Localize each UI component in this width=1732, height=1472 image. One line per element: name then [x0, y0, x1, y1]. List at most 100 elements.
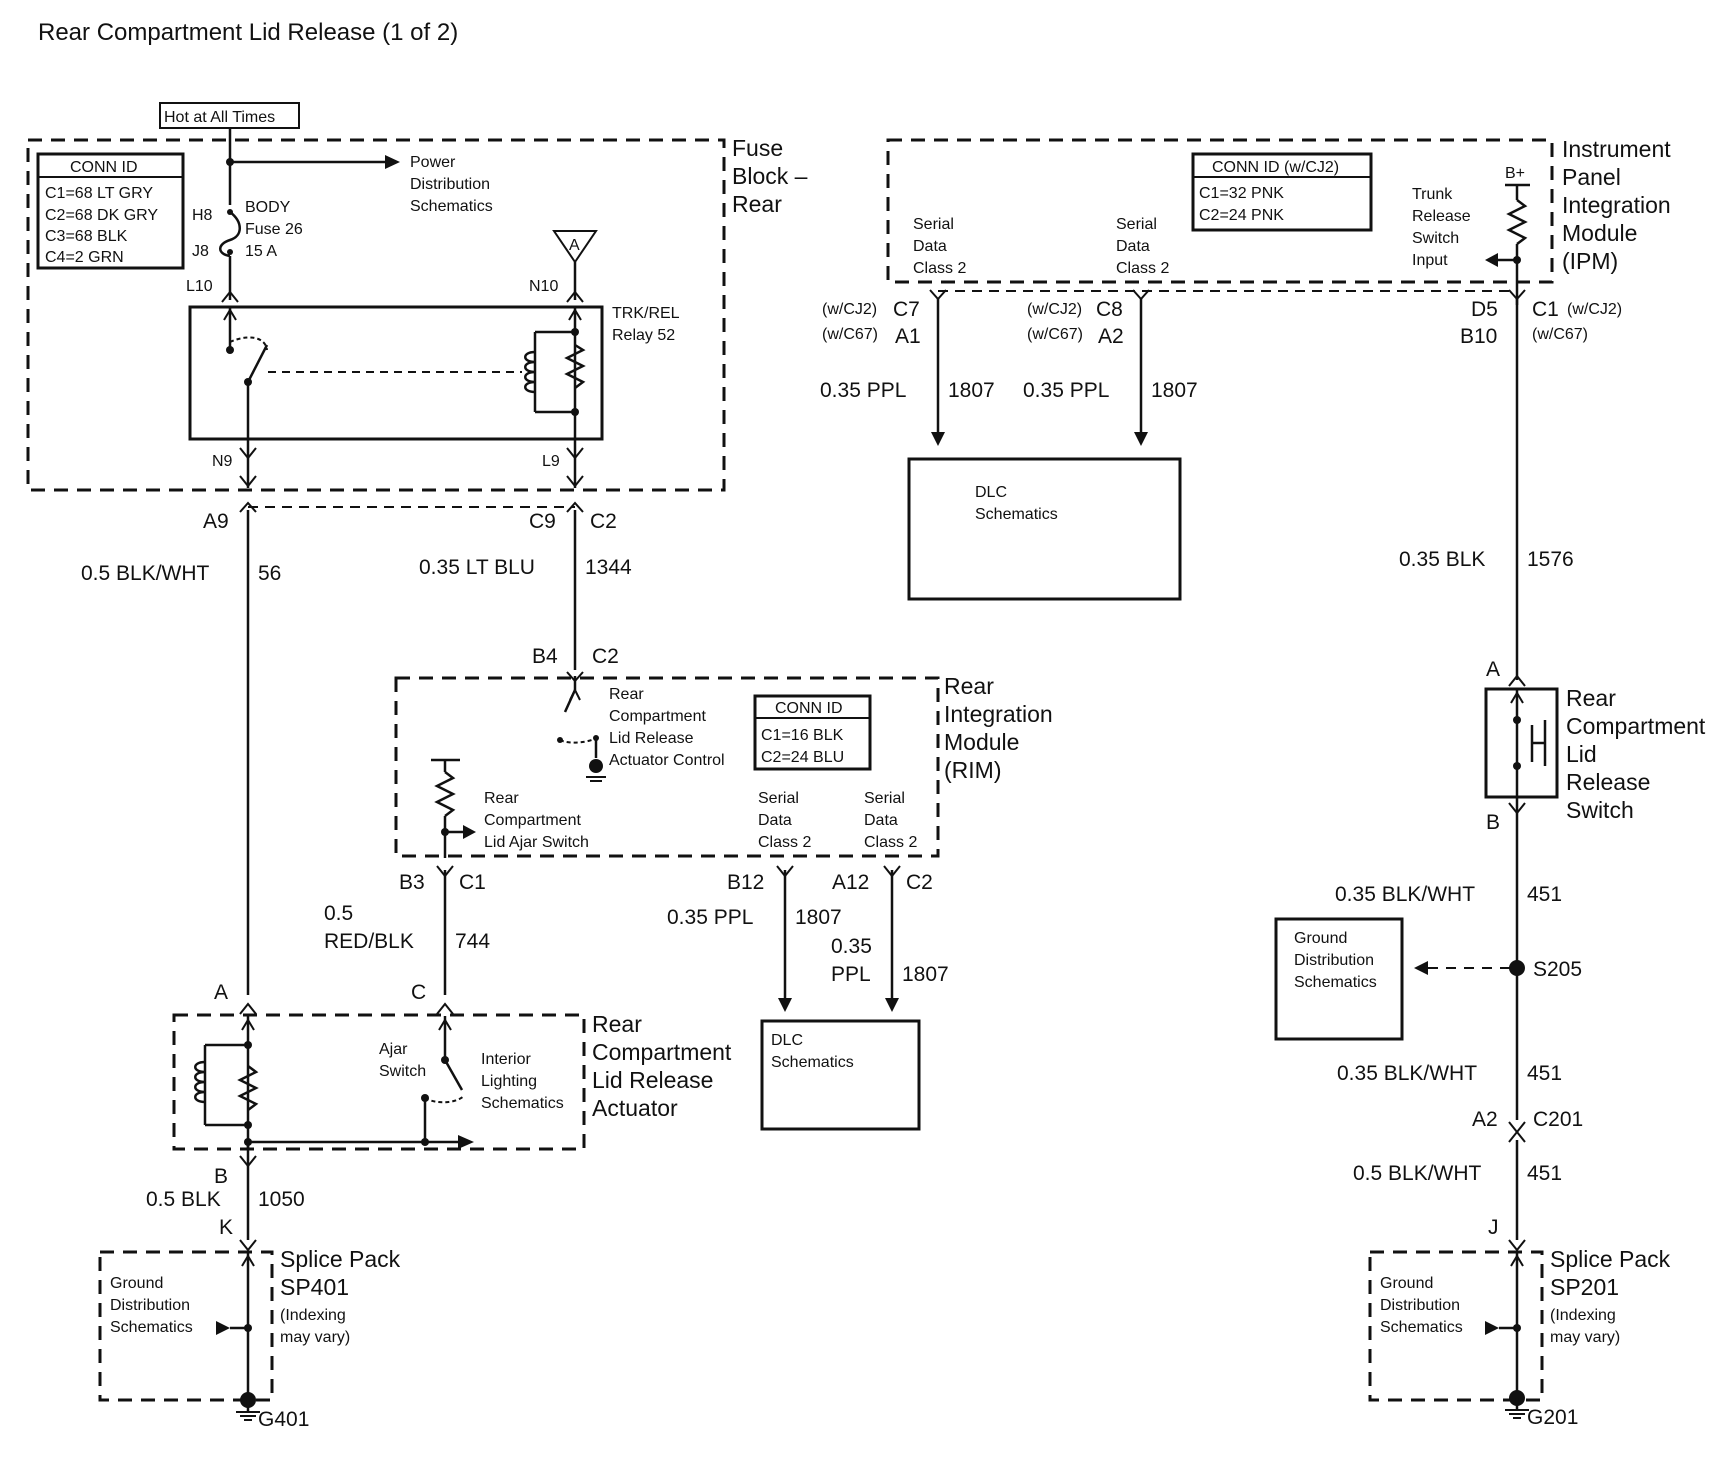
fuse-block-name-3: Rear [732, 191, 782, 217]
ajar-switch-blade [443, 1059, 464, 1091]
rim-serial1-3: Class 2 [758, 834, 811, 851]
fuse-conn-id-line-2: C2=68 DK GRY [45, 207, 158, 224]
ajar-switch-label-2: Compartment [484, 812, 581, 829]
sp401-note-1: (Indexing [280, 1307, 346, 1324]
pin-n10: N10 [529, 278, 558, 295]
trunk-input-4: Input [1412, 252, 1448, 269]
ajar-label-1: Ajar [379, 1041, 408, 1058]
ipm-pin-b10: B10 [1460, 325, 1497, 348]
ipm-name-3: Integration [1562, 192, 1671, 218]
actuator-ctrl-4: Actuator Control [609, 752, 725, 769]
wire-1807-rim-2-number: 1807 [902, 963, 949, 986]
trunk-input-1: Trunk [1412, 186, 1453, 203]
rim-pin-b12: B12 [727, 871, 764, 894]
ipm-name-2: Panel [1562, 164, 1621, 190]
fuse-block-rear: Hot at All Times Fuse Block – Rear CONN … [26, 102, 808, 492]
ground-dist-mid-1: Ground [1294, 930, 1347, 947]
ipm-serial2-2: Data [1116, 238, 1150, 255]
rim-serial1-2: Data [758, 812, 792, 829]
rim-serial2-2: Data [864, 812, 898, 829]
wire-744-number: 744 [455, 930, 490, 953]
ipm-name-1: Instrument [1562, 136, 1671, 162]
wire-1807-rim-2-size-1: 0.35 [831, 935, 872, 958]
sp201-note-1: (Indexing [1550, 1307, 1616, 1324]
actuator-name-3: Lid Release [592, 1067, 713, 1093]
actuator-pin-c: C [411, 981, 426, 1004]
sp201-outline [1368, 1250, 1544, 1402]
ipm-pin-d5: D5 [1471, 298, 1498, 321]
dlc-bottom-label-2: Schematics [771, 1054, 854, 1071]
switch-name-3: Lid [1566, 741, 1597, 767]
ipm-serial2-3: Class 2 [1116, 260, 1169, 277]
switch-pin-a: A [1486, 658, 1500, 681]
ajar-switch-label-3: Lid Ajar Switch [484, 834, 589, 851]
fuse-conn-id-line-3: C3=68 BLK [45, 228, 128, 245]
wire-451-c-size: 0.5 BLK/WHT [1353, 1162, 1482, 1185]
wire-451-a-size: 0.35 BLK/WHT [1335, 883, 1475, 906]
switch-name-1: Rear [1566, 685, 1616, 711]
ipm-pin-a1: A1 [895, 325, 921, 348]
offpage-ref: A [569, 237, 580, 254]
wire-1807-ipm-2-size: 0.35 PPL [1023, 379, 1109, 402]
wire-1050-number: 1050 [258, 1188, 305, 1211]
ground-icon [589, 759, 603, 773]
splice-pack-sp401: K Splice Pack SP401 (Indexing may vary) … [98, 1216, 401, 1431]
sp401-note-2: may vary) [280, 1329, 350, 1346]
ipm-c8-option: (w/CJ2) [1027, 301, 1082, 318]
fuse-block-name-2: Block – [732, 163, 808, 189]
switch-name-5: Switch [1566, 797, 1634, 823]
fuse-conn-id-title: CONN ID [70, 159, 138, 176]
actuator-ctrl-2: Compartment [609, 708, 706, 725]
wire-1050-size: 0.5 BLK [146, 1188, 221, 1211]
connector-a9: A9 [203, 510, 229, 533]
ipm-serial1-3: Class 2 [913, 260, 966, 277]
sp201-note-2: may vary) [1550, 1329, 1620, 1346]
ipm-outline [886, 138, 1554, 284]
wire-1344-number: 1344 [585, 556, 632, 579]
pin-j8: J8 [192, 243, 209, 260]
ipm-name-4: Module [1562, 220, 1637, 246]
pin-n9: N9 [212, 453, 233, 470]
wire-56-size: 0.5 BLK/WHT [81, 562, 210, 585]
dlc-schematics-top [907, 457, 1182, 601]
sp401-name-1: Splice Pack [280, 1246, 401, 1272]
trk-rel-relay-52 [188, 305, 604, 441]
ipm-serial1-2: Data [913, 238, 947, 255]
c201-label: C201 [1533, 1108, 1583, 1131]
interior-lighting-2: Lighting [481, 1073, 537, 1090]
interior-lighting-1: Interior [481, 1051, 531, 1068]
wire-1807-ipm-1-size: 0.35 PPL [820, 379, 906, 402]
ground-g201: G201 [1527, 1406, 1578, 1429]
actuator-ctrl-3: Lid Release [609, 730, 694, 747]
rear-integration-module: Rear Integration Module (RIM) B4 C2 Rear… [394, 645, 1053, 858]
fuse-conn-id-line-4: C4=2 GRN [45, 249, 124, 266]
rim-serial1-1: Serial [758, 790, 799, 807]
offpage-connector-icon [552, 230, 598, 264]
sp401-ground-dist-2: Distribution [110, 1297, 190, 1314]
wire-451-b-number: 451 [1527, 1062, 1562, 1085]
ipm-name-5: (IPM) [1562, 248, 1618, 274]
rim-serial2-1: Serial [864, 790, 905, 807]
ipm-serial1-1: Serial [913, 216, 954, 233]
wire-1344-size: 0.35 LT BLU [419, 556, 535, 579]
wire-1807-ipm-2-number: 1807 [1151, 379, 1198, 402]
ipm-conn-id-line-1: C1=32 PNK [1199, 185, 1284, 202]
rim-serial2-3: Class 2 [864, 834, 917, 851]
ipm-pin-c8: C8 [1096, 298, 1123, 321]
actuator-name-2: Compartment [592, 1039, 732, 1065]
power-dist-label-1: Power [410, 154, 456, 171]
ipm-conn-id-line-2: C2=24 PNK [1199, 207, 1284, 224]
rim-pin-b4: B4 [532, 645, 558, 668]
pin-h8: H8 [192, 207, 213, 224]
ipm-conn-id-title: CONN ID (w/CJ2) [1212, 159, 1339, 176]
actuator-ctrl-1: Rear [609, 686, 644, 703]
ground-dist-mid-2: Distribution [1294, 952, 1374, 969]
switch-pin-b: B [1486, 811, 1500, 834]
fuse-26-symbol [219, 211, 241, 258]
ground-g401: G401 [258, 1408, 309, 1431]
ipm-c1-option: (w/CJ2) [1567, 301, 1622, 318]
pin-l10: L10 [186, 278, 213, 295]
switch-name-4: Release [1566, 769, 1650, 795]
